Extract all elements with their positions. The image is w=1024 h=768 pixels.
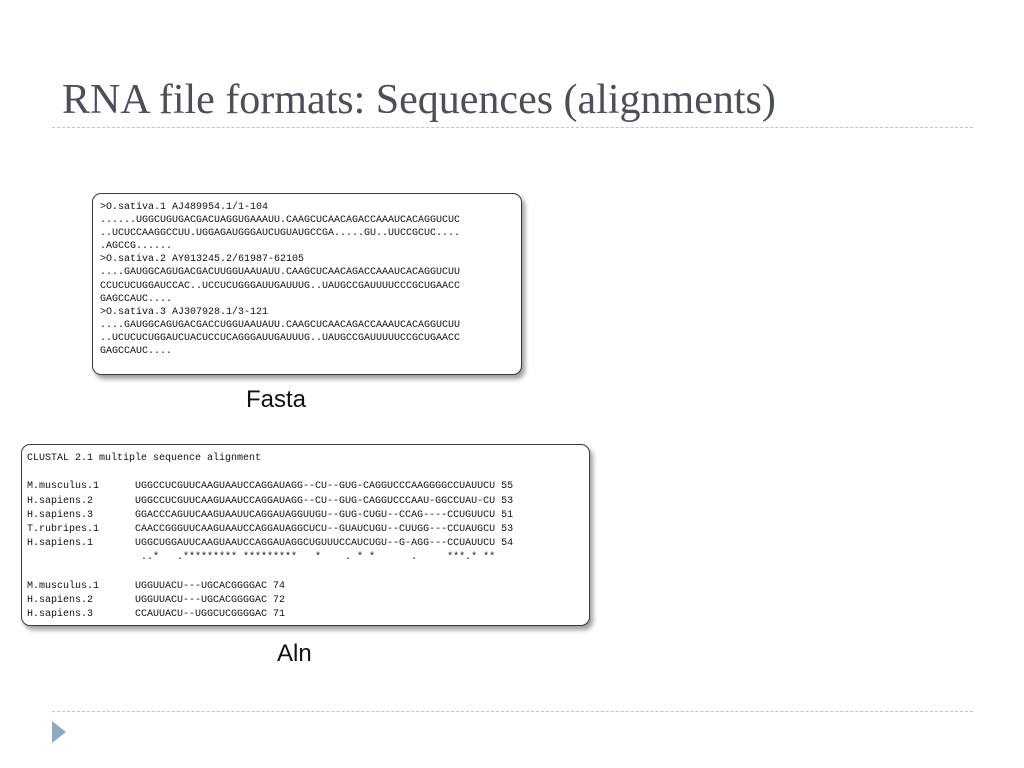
slide-title: RNA file formats: Sequences (alignments) [62, 77, 776, 123]
title-divider [52, 127, 973, 128]
fasta-text: >O.sativa.1 AJ489954.1/1-104 ......UGGCU… [100, 202, 461, 358]
aln-caption: Aln [277, 640, 312, 667]
aln-panel: CLUSTAL 2.1 multiple sequence alignment … [21, 444, 590, 626]
bullet-triangle-icon [52, 721, 66, 743]
fasta-caption: Fasta [246, 386, 307, 413]
footer-divider [52, 711, 973, 712]
fasta-panel: >O.sativa.1 AJ489954.1/1-104 ......UGGCU… [92, 193, 522, 375]
aln-text: CLUSTAL 2.1 multiple sequence alignment … [27, 453, 514, 621]
